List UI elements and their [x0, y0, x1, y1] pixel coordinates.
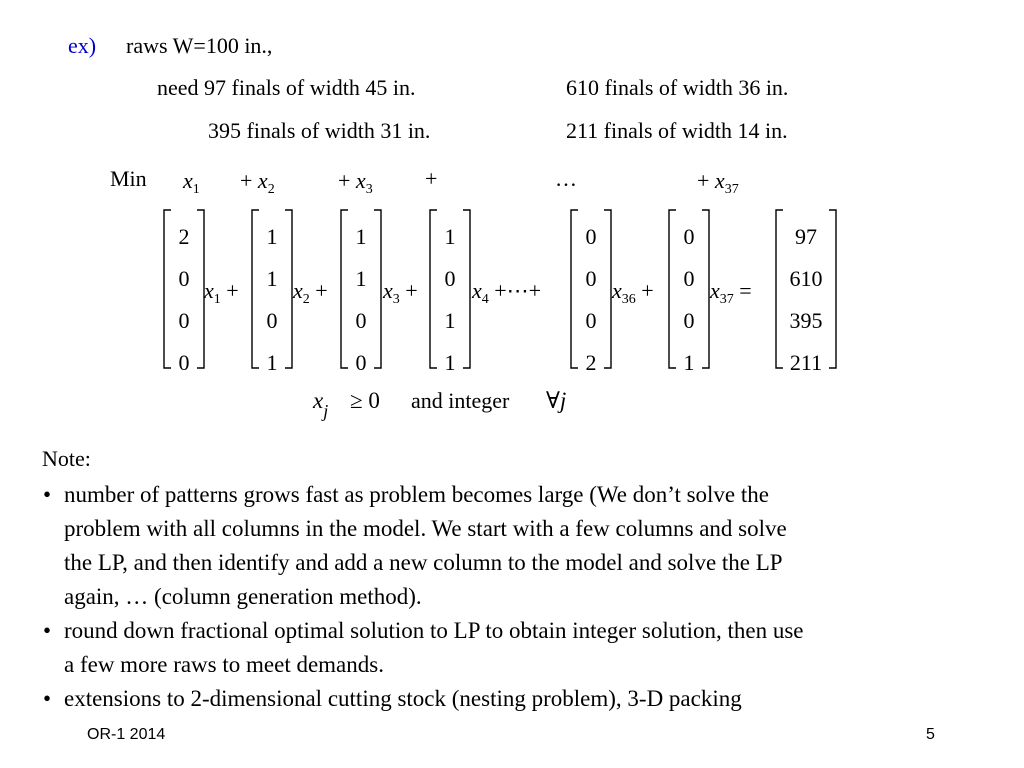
obj-sub: 2: [267, 182, 275, 197]
obj-op: +: [240, 168, 253, 193]
objective-term-37: + x37: [697, 168, 739, 197]
var-subscript: 2: [302, 292, 310, 307]
column-variable: x36 +: [612, 278, 654, 307]
bullet-line: again, … (column generation method).: [64, 584, 422, 609]
var-letter: x: [710, 278, 720, 303]
note-heading: Note:: [42, 446, 91, 471]
rhs-cell: 395: [789, 308, 823, 333]
operator: +: [399, 278, 418, 303]
constraint-var: xj: [313, 388, 328, 420]
bullet-dot: •: [43, 482, 52, 507]
column-variable: x3 +: [383, 278, 418, 307]
var-letter: x: [383, 278, 393, 303]
obj-var: x: [257, 168, 268, 193]
matrix-cell: 1: [444, 308, 456, 333]
bullet-line: the LP, and then identify and add a new …: [64, 550, 783, 575]
intro-text: raws W=100 in.,: [126, 33, 273, 58]
rhs-cell: 211: [789, 350, 823, 375]
bullet-line: a few more raws to meet demands.: [64, 652, 384, 677]
bullet-line: round down fractional optimal solution t…: [64, 618, 804, 643]
need-row2-col2: 211 finals of width 14 in.: [566, 118, 788, 143]
column-variable: x1 +: [204, 278, 239, 307]
operator: +: [635, 278, 654, 303]
bullet-dot: •: [43, 618, 52, 643]
matrix-cell: 0: [585, 266, 597, 291]
var-letter: x: [472, 278, 482, 303]
need-row1-col1: need 97 finals of width 45 in.: [157, 75, 416, 100]
matrix-cell: 2: [178, 224, 190, 249]
obj-sub: 1: [192, 182, 200, 197]
need-row1-col2: 610 finals of width 36 in.: [566, 75, 789, 100]
matrix-cell: 1: [266, 266, 278, 291]
matrix-cell: 1: [266, 224, 278, 249]
objective-term-2: + x2: [240, 168, 275, 197]
constraint-forall: ∀j: [546, 388, 566, 414]
page-number: 5: [926, 726, 935, 743]
objective-term-3: + x3: [338, 168, 373, 197]
objective-ellipsis: …: [555, 166, 577, 191]
matrix-cell: 0: [585, 224, 597, 249]
rhs-cell: 610: [789, 266, 823, 291]
var-subscript: 1: [213, 292, 221, 307]
rhs-cell: 97: [795, 224, 817, 249]
obj-sub: 3: [365, 182, 373, 197]
constraint-relation: ≥ 0: [350, 388, 380, 413]
obj-var: x: [714, 168, 725, 193]
var-subscript: 4: [481, 292, 489, 307]
matrix-cell: 1: [683, 350, 695, 375]
matrix-cell: 0: [355, 308, 367, 333]
matrix-cell: 0: [683, 224, 695, 249]
obj-op: +: [697, 168, 710, 193]
example-label: ex): [68, 33, 97, 58]
matrix-cell: 0: [178, 308, 190, 333]
need-row2-col1: 395 finals of width 31 in.: [208, 118, 431, 143]
matrix-cell: 1: [355, 224, 367, 249]
obj-var: x: [355, 168, 366, 193]
matrix-cell: 0: [355, 350, 367, 375]
var-subscript: 37: [719, 292, 734, 307]
column-variable: x4 +⋯+: [472, 278, 542, 307]
bullet-dot: •: [43, 686, 52, 711]
operator: =: [733, 278, 752, 303]
var-letter: x: [612, 278, 622, 303]
c-sub: j: [323, 401, 329, 421]
operator: +: [220, 278, 239, 303]
column-variable: x37 =: [710, 278, 752, 307]
matrix-cell: 0: [585, 308, 597, 333]
matrix-cell: 1: [266, 350, 278, 375]
matrix-cell: 0: [683, 266, 695, 291]
matrix-cell: 0: [444, 266, 456, 291]
var-subscript: 36: [621, 292, 636, 307]
matrix-cell: 2: [585, 350, 597, 375]
bullet-line: number of patterns grows fast as problem…: [64, 482, 769, 507]
forall-var: j: [559, 388, 567, 413]
matrix-cell: 1: [355, 266, 367, 291]
obj-sub: 37: [724, 182, 739, 197]
matrix-cell: 0: [178, 266, 190, 291]
var-subscript: 3: [392, 292, 400, 307]
footer-course: OR-1 2014: [87, 726, 166, 743]
var-letter: x: [293, 278, 303, 303]
c-var: x: [313, 388, 324, 413]
operator: +: [309, 278, 328, 303]
matrix-cell: 0: [266, 308, 278, 333]
bullet-line: extensions to 2-dimensional cutting stoc…: [64, 686, 742, 711]
objective-label: Min: [110, 166, 147, 191]
matrix-cell: 0: [178, 350, 190, 375]
matrix-cell: 1: [444, 224, 456, 249]
obj-op: +: [338, 168, 351, 193]
objective-term-4: +: [425, 166, 437, 192]
constraint-text: and integer: [411, 388, 510, 413]
obj-var: x: [183, 168, 193, 193]
column-variable: x2 +: [293, 278, 328, 307]
matrix-cell: 0: [683, 308, 695, 333]
operator: +⋯+: [488, 278, 542, 303]
bullet-line: problem with all columns in the model. W…: [64, 516, 787, 541]
objective-term-1: x1: [183, 168, 200, 197]
matrix-cell: 1: [444, 350, 456, 375]
forall-symbol: ∀: [546, 388, 560, 413]
obj-op: +: [425, 166, 438, 191]
var-letter: x: [204, 278, 214, 303]
